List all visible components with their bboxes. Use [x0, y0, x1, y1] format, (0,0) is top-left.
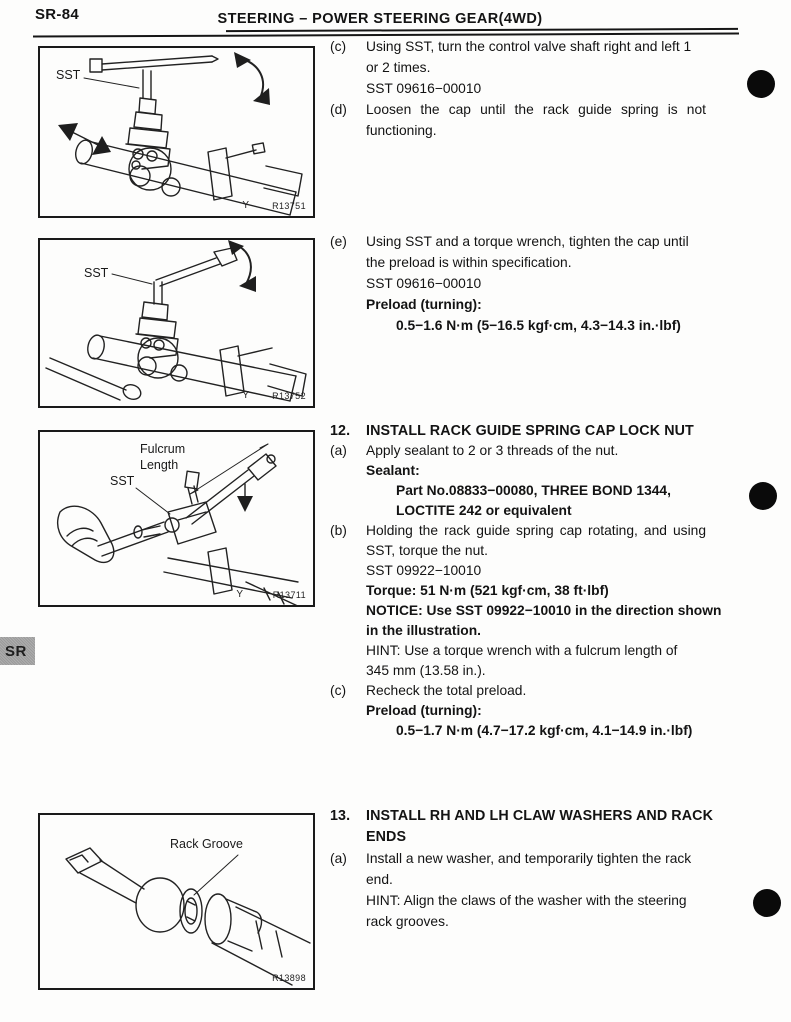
instruction-line: end. — [366, 872, 393, 887]
sst-label: SST — [56, 68, 81, 82]
instruction-line: SST, torque the nut. — [366, 543, 488, 558]
figure-ref: R13711 — [272, 590, 306, 600]
instruction-line: or 2 times. — [366, 60, 431, 75]
sealant-label: Sealant: — [366, 463, 420, 478]
step-marker: (a) — [330, 851, 347, 866]
header-title: STEERING – POWER STEERING GEAR(4WD) — [217, 11, 543, 27]
torque-spec-line: Torque: 51 N·m (521 kgf·cm, 38 ft·lbf) — [366, 583, 609, 598]
step-c-d-block: (c)Using SST, turn the control valve sha… — [330, 36, 742, 141]
step-marker: (a) — [330, 443, 347, 458]
step-marker: (c) — [330, 39, 347, 54]
step-marker: (b) — [330, 523, 347, 538]
section-side-tab: SR — [0, 637, 35, 665]
page-number: SR-84 — [35, 6, 80, 23]
hint-line: 345 mm (13.58 in.). — [366, 663, 486, 678]
instruction-line: the preload is within specification. — [366, 255, 572, 270]
instruction-line: (a)Install a new washer, and temporarily… — [330, 848, 742, 869]
sst-number-line: SST 09616−00010 — [366, 276, 482, 291]
step-marker: (c) — [330, 683, 347, 698]
figure-ref: R13751 — [272, 201, 306, 211]
instruction-line: (c)Recheck the total preload. — [330, 681, 742, 701]
figure-rack-groove: Rack Groove R13898 — [38, 813, 315, 990]
step-12-block: 12.INSTALL RACK GUIDE SPRING CAP LOCK NU… — [330, 421, 742, 741]
sst-label: SST — [110, 474, 135, 488]
rack-groove-label: Rack Groove — [170, 837, 243, 851]
figure-corner-mark: Y — [236, 589, 243, 600]
hint-line: HINT: Use a torque wrench with a fulcrum… — [366, 643, 678, 658]
fulcrum-length-label: Fulcrum — [140, 442, 186, 456]
figure-ref: R13752 — [272, 391, 306, 401]
figure-tighten-cap: SST Y R13752 — [38, 238, 315, 408]
instruction-line: (b)Holding the rack guide spring cap rot… — [330, 521, 706, 541]
header-title-underline — [225, 27, 739, 33]
instruction-line: (c)Using SST, turn the control valve sha… — [330, 36, 742, 57]
side-tab-label: SR — [5, 642, 27, 660]
section-number: 12. — [330, 423, 351, 439]
rack-end-illustration — [65, 847, 313, 988]
notice-line: NOTICE: Use SST 09922−10010 in the direc… — [366, 603, 722, 618]
preload-spec-value: 0.5−1.6 N·m (5−16.5 kgf·cm, 4.3−14.3 in.… — [396, 318, 681, 333]
hint-line: rack grooves. — [366, 914, 449, 929]
section-heading: ENDS — [366, 829, 407, 845]
sst-number-line: SST 09922−10010 — [366, 563, 482, 578]
preload-spec-label: Preload (turning): — [366, 297, 482, 312]
hint-line: HINT: Align the claws of the washer with… — [366, 893, 687, 908]
figure-turn-control-valve: SST Y R13751 — [38, 46, 315, 218]
preload-spec-value: 0.5−1.7 N·m (4.7−17.2 kgf·cm, 4.1−14.9 i… — [396, 723, 693, 738]
instruction-line: (e)Using SST and a torque wrench, tighte… — [330, 231, 742, 252]
preload-spec-label: Preload (turning): — [366, 703, 482, 718]
step-e-block: (e)Using SST and a torque wrench, tighte… — [330, 231, 742, 336]
step-marker: (e) — [330, 234, 347, 249]
binding-dot — [753, 889, 781, 917]
steering-gear-illustration — [58, 52, 313, 216]
lock-nut-torque-illustration — [40, 432, 313, 605]
figure-ref: R13898 — [272, 973, 306, 983]
sst-number-line: SST 09616−00010 — [366, 81, 482, 96]
sst-label: SST — [84, 266, 109, 280]
figure-corner-mark: Y — [242, 390, 249, 401]
sealant-part-line: Part No.08833−00080, THREE BOND 1344, — [396, 483, 671, 498]
figure-corner-mark: Y — [242, 200, 249, 211]
figure-torque-lock-nut: Fulcrum Length SST Y R13711 — [38, 430, 315, 607]
instruction-line: (d)Loosen the cap until the rack guide s… — [330, 99, 706, 120]
sealant-part-line: LOCTITE 242 or equivalent — [396, 503, 572, 518]
section-heading: 13.INSTALL RH AND LH CLAW WASHERS AND RA… — [330, 806, 742, 827]
instruction-line: (a)Apply sealant to 2 or 3 threads of th… — [330, 441, 742, 461]
binding-dot — [747, 70, 775, 98]
fulcrum-length-label: Length — [140, 458, 179, 472]
notice-line: in the illustration. — [366, 623, 481, 638]
binding-dot — [749, 482, 777, 510]
step-13-block: 13.INSTALL RH AND LH CLAW WASHERS AND RA… — [330, 806, 742, 932]
instruction-line: functioning. — [366, 123, 437, 138]
steering-gear-illustration — [40, 240, 313, 406]
section-number: 13. — [330, 808, 351, 824]
section-heading: 12.INSTALL RACK GUIDE SPRING CAP LOCK NU… — [330, 423, 694, 439]
step-marker: (d) — [330, 102, 347, 117]
